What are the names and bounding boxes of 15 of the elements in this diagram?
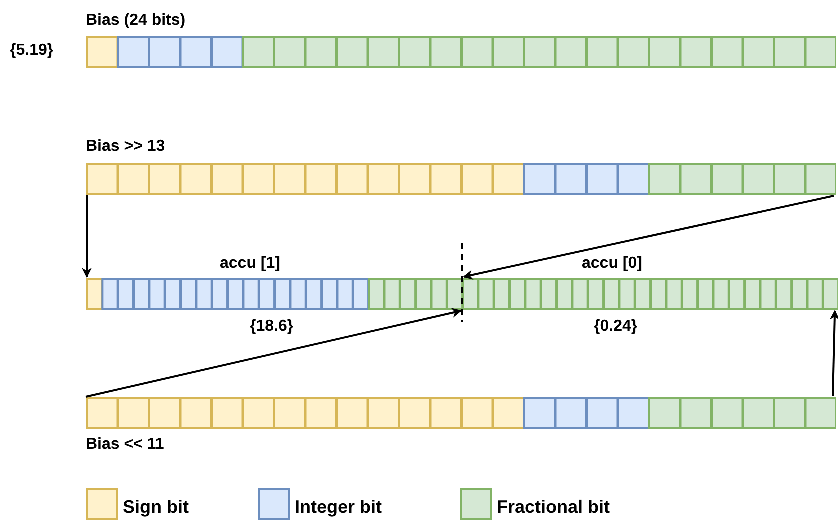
register-label: accu [0]	[582, 255, 642, 273]
register-label: Bias << 11	[86, 436, 164, 454]
format-label: {0.24}	[594, 318, 638, 336]
arrow	[82, 195, 92, 278]
arrow	[86, 308, 462, 398]
register-label: Bias >> 13	[86, 138, 166, 156]
register-label: Bias (24 bits)	[86, 12, 186, 30]
register-label: accu [1]	[220, 255, 280, 273]
format-label: {5.19}	[10, 42, 54, 60]
format-label: {18.6}	[250, 318, 294, 336]
legend-label: Sign bit	[123, 497, 189, 518]
arrow	[463, 195, 834, 280]
legend-label: Fractional bit	[497, 497, 610, 518]
arrow	[830, 310, 838, 396]
legend-label: Integer bit	[295, 497, 382, 518]
